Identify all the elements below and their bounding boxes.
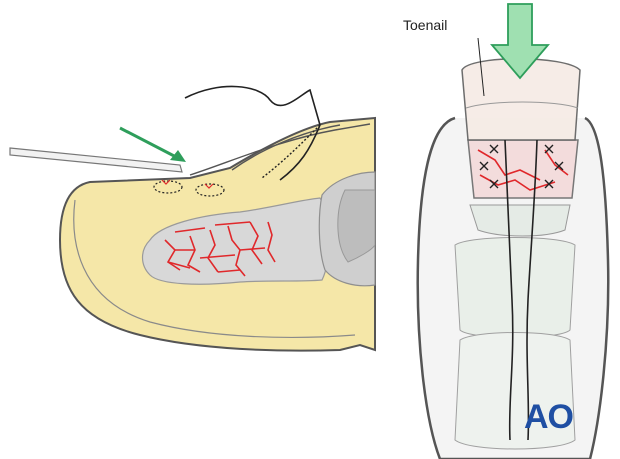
proximal-phalanx-dorsal <box>454 332 576 450</box>
long-suture-right <box>526 139 538 441</box>
distal-phalanx-dorsal <box>469 204 571 237</box>
dorsal-sutures <box>479 144 564 189</box>
toenail-plate <box>461 58 581 141</box>
down-arrow-icon <box>490 3 550 80</box>
suture-thread <box>184 85 321 181</box>
green-arrow-icon <box>119 126 186 162</box>
ao-logo: AO <box>524 398 574 436</box>
nail-fold <box>189 123 371 176</box>
nail-fold-upper <box>231 124 341 171</box>
dorsal-view <box>416 3 610 459</box>
toe-skin-line <box>73 199 356 339</box>
joint-inner <box>337 189 376 263</box>
middle-phalanx-dorsal <box>454 237 576 338</box>
toenail-label: Toenail <box>403 17 448 33</box>
suture-knots <box>153 179 225 197</box>
sagittal-view <box>9 85 376 352</box>
nail-plate <box>9 147 183 173</box>
toenail-leader-line <box>477 37 485 97</box>
long-suture-left <box>504 139 514 441</box>
nail-cuticle <box>465 101 579 109</box>
fracture-lines <box>164 221 276 277</box>
